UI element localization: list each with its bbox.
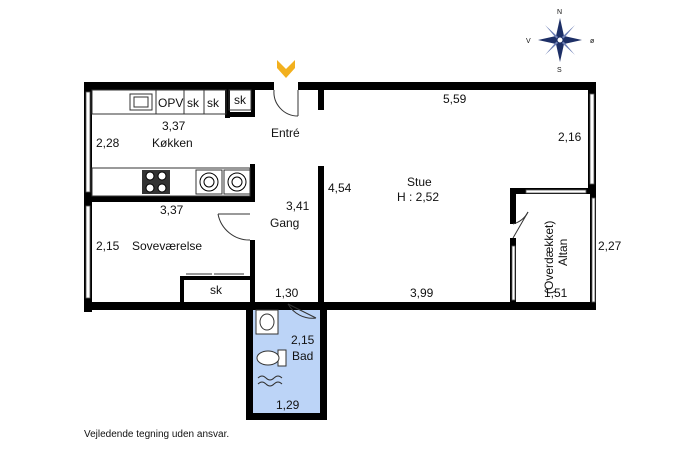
compass-s: S [557,67,562,74]
living-dim-right: 2,16 [558,130,582,144]
shower-icon [257,375,283,387]
compass-o: ø [590,38,595,45]
sk-label-3: sk [234,93,247,107]
balcony-name-2: Altan [556,239,570,266]
kitchen-name: Køkken [152,136,193,150]
windows [85,91,596,303]
living-dim-bottom: 3,99 [410,286,434,300]
hall-name: Gang [270,216,299,230]
sink-icon [129,93,153,111]
balcony-name-1: (Overdækket) [542,221,556,294]
kitchen-dim-top: 3,37 [162,119,186,133]
balcony-dim-bottom: 1,51 [544,286,568,300]
kitchen-fixtures [91,89,252,197]
bedroom-dim-top: 3,37 [160,203,184,217]
living-height: H : 2,52 [397,190,439,204]
living-dim-left: 4,54 [328,181,352,195]
toilet-icon [256,349,287,367]
entrance-arrow-icon [277,60,295,78]
living-name: Stue [407,175,432,189]
bathroom-fixtures [255,309,287,387]
bedroom-dim-side: 2,15 [96,239,120,253]
disclaimer-text: Vejledende tegning uden ansvar. [84,429,229,440]
compass-rose-icon [538,18,582,62]
opv-label: OPV [158,96,183,110]
doors [186,89,529,319]
compass-v: V [526,38,531,45]
sk-label-1: sk [187,96,200,110]
living-dim-top: 5,59 [443,92,467,106]
stove-icon [142,170,170,194]
compass-n: N [557,9,562,16]
sk-label-2: sk [207,96,220,110]
balcony-dim-right: 2,27 [598,239,622,253]
bath-dim-top: 2,15 [291,333,315,347]
sk-label-wardrobe: sk [210,283,223,297]
dryer-icon [223,169,251,195]
hall-bottom-dim: 1,30 [275,286,299,300]
bath-name: Bad [292,349,313,363]
washing-machine-icon [195,169,223,195]
bath-dim-bottom: 1,29 [276,398,300,412]
kitchen-dim-side: 2,28 [96,136,120,150]
entrance-name: Entré [271,126,300,140]
bedroom-name: Soveværelse [132,239,202,253]
hall-dim: 3,41 [286,199,310,213]
